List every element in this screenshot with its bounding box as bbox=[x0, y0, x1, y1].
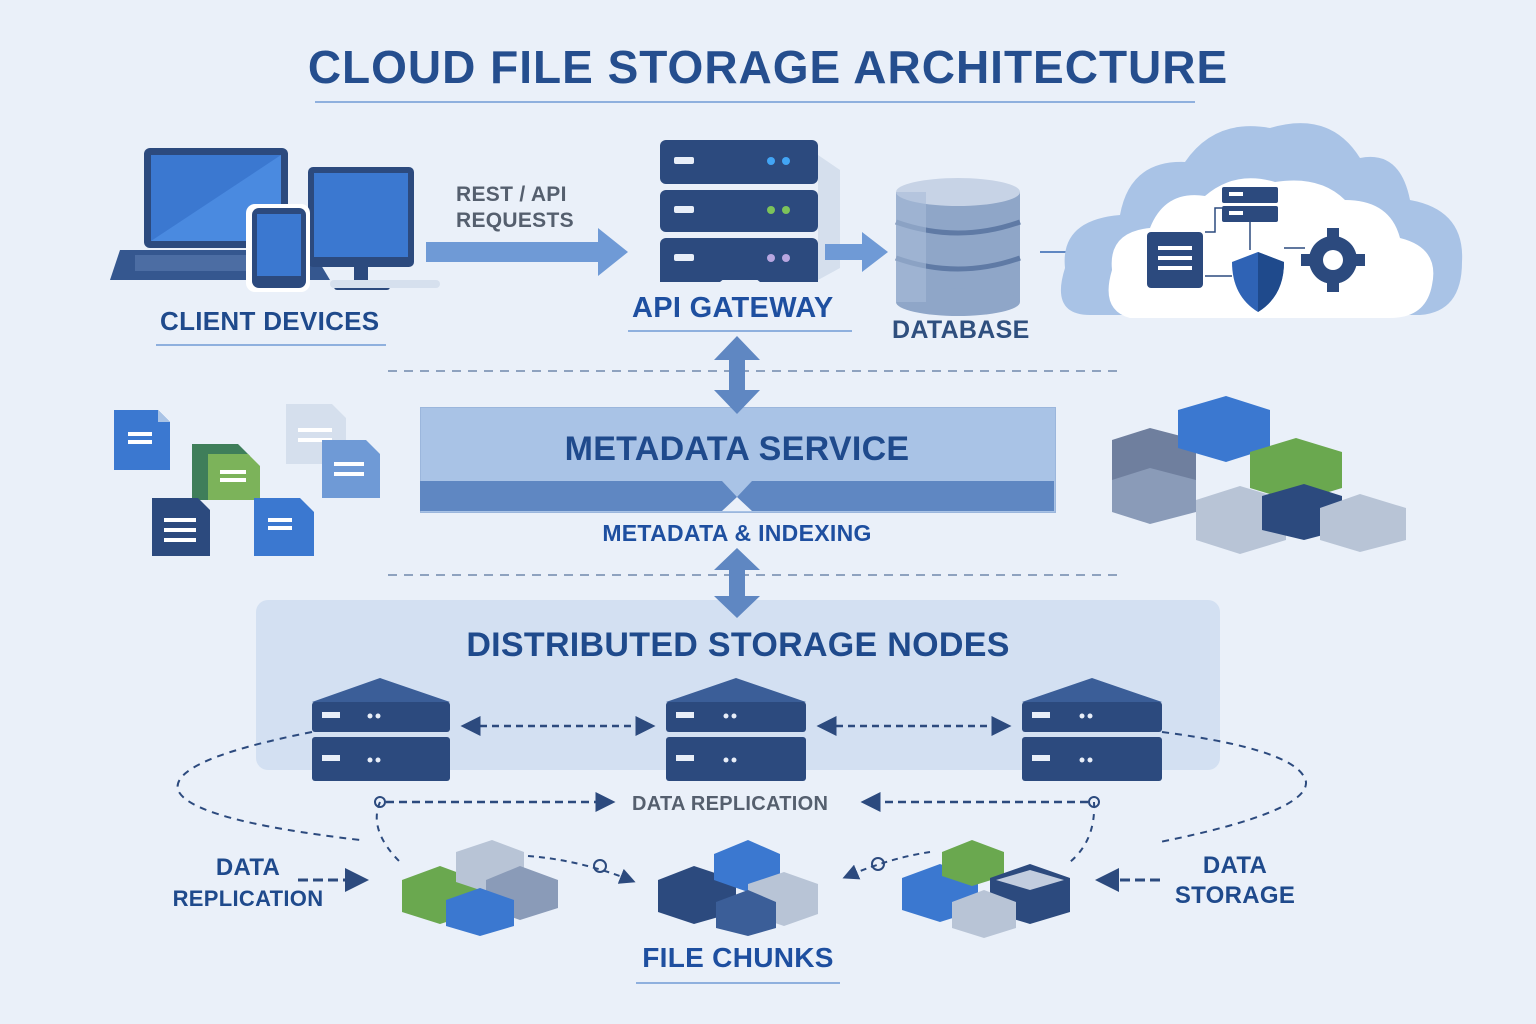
document-icon bbox=[152, 498, 210, 556]
monitor-icon bbox=[308, 167, 414, 290]
file-chunks-label: FILE CHUNKS bbox=[642, 942, 834, 973]
data-replication-left-label-2: REPLICATION bbox=[172, 886, 324, 911]
db-arrow bbox=[825, 232, 888, 272]
rest-requests-label-1: REST / API bbox=[456, 183, 567, 206]
metadata-storage-arrow bbox=[714, 548, 760, 618]
server-rack-icon bbox=[660, 140, 840, 282]
shield-icon bbox=[1232, 252, 1284, 312]
data-block-icon bbox=[902, 840, 1070, 938]
data-replication-left-label-1: DATA bbox=[215, 854, 281, 881]
distributed-nodes-label: DISTRIBUTED STORAGE NODES bbox=[466, 626, 1010, 664]
rest-requests-label-2: REQUESTS bbox=[456, 209, 574, 232]
storage-node-icon bbox=[666, 678, 806, 781]
document-icon bbox=[254, 498, 314, 556]
tablet-icon bbox=[246, 204, 310, 292]
server-rack-icon bbox=[1222, 187, 1278, 222]
file-chunks-underline bbox=[636, 982, 840, 984]
document-icon bbox=[114, 410, 170, 470]
data-block-icon bbox=[658, 840, 818, 936]
data-block-icon bbox=[1112, 396, 1406, 554]
document-icon bbox=[1147, 232, 1203, 288]
data-storage-label-1: DATA bbox=[1202, 852, 1268, 879]
replication-loop-right bbox=[1159, 731, 1308, 843]
storage-node-icon bbox=[312, 678, 450, 781]
metadata-service-label: METADATA SERVICE bbox=[564, 430, 910, 468]
api-gateway-underline bbox=[628, 330, 852, 332]
band-notch-bottom bbox=[722, 497, 752, 511]
data-replication-center-label: DATA REPLICATION bbox=[632, 793, 829, 815]
data-storage-label-2: STORAGE bbox=[1174, 882, 1296, 909]
replication-loop-left bbox=[176, 731, 361, 841]
title-underline bbox=[315, 101, 1195, 103]
document-icon bbox=[286, 404, 380, 498]
data-block-icon bbox=[402, 840, 558, 936]
band-notch bbox=[722, 481, 752, 497]
client-devices-label: CLIENT DEVICES bbox=[160, 306, 380, 336]
database-label: DATABASE bbox=[892, 316, 1030, 344]
request-arrow bbox=[426, 228, 628, 276]
api-gateway-label: API GATEWAY bbox=[632, 292, 834, 324]
gateway-metadata-arrow bbox=[714, 336, 760, 414]
page-title: CLOUD FILE STORAGE ARCHITECTURE bbox=[307, 41, 1229, 93]
client-devices-underline bbox=[156, 344, 386, 346]
storage-node-icon bbox=[1022, 678, 1162, 781]
gear-icon bbox=[1301, 228, 1365, 292]
database-cylinder-icon bbox=[895, 178, 1021, 316]
document-icon bbox=[192, 444, 260, 500]
metadata-indexing-label: METADATA & INDEXING bbox=[602, 520, 872, 546]
